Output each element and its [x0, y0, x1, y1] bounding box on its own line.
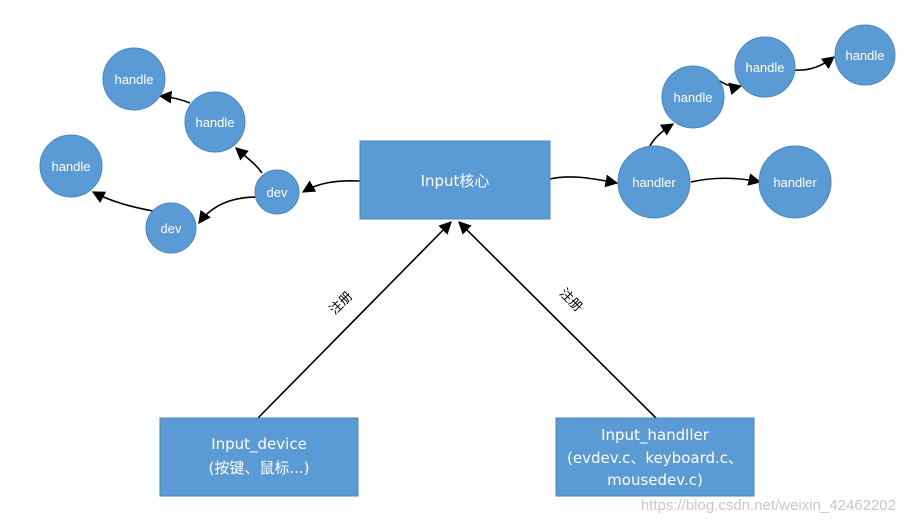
register-label-left: 注册: [327, 289, 356, 318]
edge-device-register: [257, 221, 452, 419]
edge-dev-top-to-handle-mid: [235, 147, 263, 174]
edge-dev-bottom-to-handle-left: [91, 191, 154, 212]
handler-node-right: handler: [758, 145, 832, 219]
edge-handler-main-to-handle-1: [649, 123, 675, 147]
dev-node-bottom-label: dev: [161, 221, 182, 236]
handle-node-3: handle: [834, 24, 896, 86]
handler-node-main-label: handler: [632, 175, 676, 190]
handle-node-top-label: handle: [114, 72, 153, 87]
handle-node-mid-label: handle: [195, 115, 234, 130]
left-tree: dev dev handle handle handle: [39, 47, 300, 254]
dev-node-top: dev: [254, 169, 300, 215]
edge-handle-2-to-handle-3: [794, 56, 836, 71]
input-core-box: Input核心: [359, 140, 551, 220]
handle-node-1: handle: [661, 65, 725, 129]
input-handler-box: Input_handller (evdev.c、keyboard.c、 mous…: [555, 417, 755, 497]
edge-handler-main-to-handler-right: [690, 173, 762, 186]
handle-node-mid: handle: [184, 91, 246, 153]
dev-node-bottom: dev: [145, 202, 197, 254]
input-device-title: Input_device: [211, 435, 307, 454]
handle-node-left-label: handle: [51, 159, 90, 174]
input-core-label: Input核心: [421, 172, 490, 190]
edges: [91, 56, 836, 419]
handle-node-2-label: handle: [745, 60, 784, 75]
input-device-box: Input_device (按键、鼠标...): [159, 417, 359, 497]
input-handler-files-line1: (evdev.c、keyboard.c、: [567, 449, 743, 467]
handle-node-1-label: handle: [673, 90, 712, 105]
register-label-right: 注册: [556, 286, 585, 315]
dev-node-top-label: dev: [267, 185, 288, 200]
watermark-text: https://blog.csdn.net/weixin_42462202: [641, 497, 896, 514]
handle-node-top: handle: [102, 47, 166, 111]
handle-node-3-label: handle: [845, 48, 884, 63]
handler-node-right-label: handler: [773, 175, 817, 190]
input-device-subtitle: (按键、鼠标...): [208, 459, 309, 477]
edge-handle-mid-to-handle-top: [158, 90, 191, 104]
handle-node-left: handle: [39, 134, 103, 198]
handle-node-2: handle: [734, 36, 796, 98]
edge-handler-register: [458, 221, 657, 419]
handler-node-main: handler: [617, 145, 691, 219]
edge-dev-to-dev-bottom: [198, 196, 258, 225]
input-handler-files-line2: mousedev.c): [607, 471, 703, 489]
right-tree: handler handler handle handle handle: [617, 24, 896, 219]
edge-core-to-handler-main: [549, 174, 619, 188]
edge-core-to-dev-top: [301, 180, 361, 193]
input-handler-title: Input_handller: [601, 426, 710, 445]
